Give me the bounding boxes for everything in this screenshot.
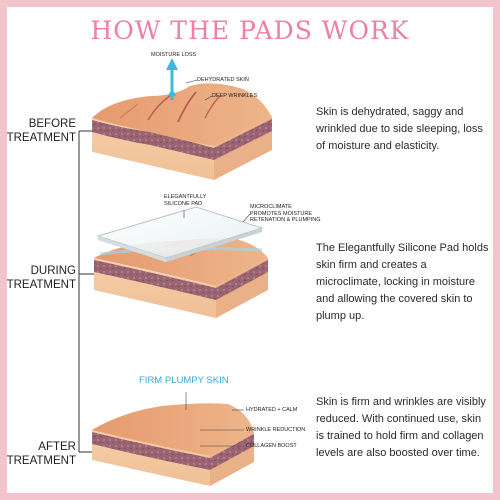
callout-hydrated-calm: HYDRATED + CALM [246,407,298,413]
callout-collagen-boost: COLLAGEN BOOST [246,443,297,449]
description-before: Skin is dehydrated, saggy and wrinkled d… [316,106,483,152]
before-skin-block [92,58,272,180]
callout-wrinkle-reduction: WRINKLE REDUCTION [246,427,306,433]
firm-plumpy-skin-heading: FIRM PLUMPY SKIN [139,375,229,386]
callout-silicone-pad: ELEGANTFULLY SILICONE PAD [164,194,207,207]
description-after: Skin is firm and wrinkles are visibly re… [316,396,486,459]
callout-moisture-loss: MOISTURE LOSS [151,52,197,58]
stage-label-during: DURING TREATMENT [6,265,76,291]
page-title: HOW THE PADS WORK [90,16,410,45]
callout-deep-wrinkles: DEEP WRINKLES [212,93,258,99]
stage-label-before: BEFORE TREATMENT [6,118,76,144]
callout-microclimate: MICROCLIMATE PROMOTES MOISTURE RETENATIO… [250,204,321,223]
stage-label-after: AFTER TREATMENT [6,441,76,467]
callout-dehydrated-skin: DEHYDRATED SKIN [197,77,249,83]
after-callout-lines [185,392,244,447]
before-callout-lines [185,79,213,101]
stage-connector [78,130,97,453]
description-during: The Elegantfully Silicone Pad holds skin… [316,242,489,322]
during-callout-lines [183,210,251,223]
after-skin-block [92,403,254,486]
during-skin-block [94,206,268,318]
